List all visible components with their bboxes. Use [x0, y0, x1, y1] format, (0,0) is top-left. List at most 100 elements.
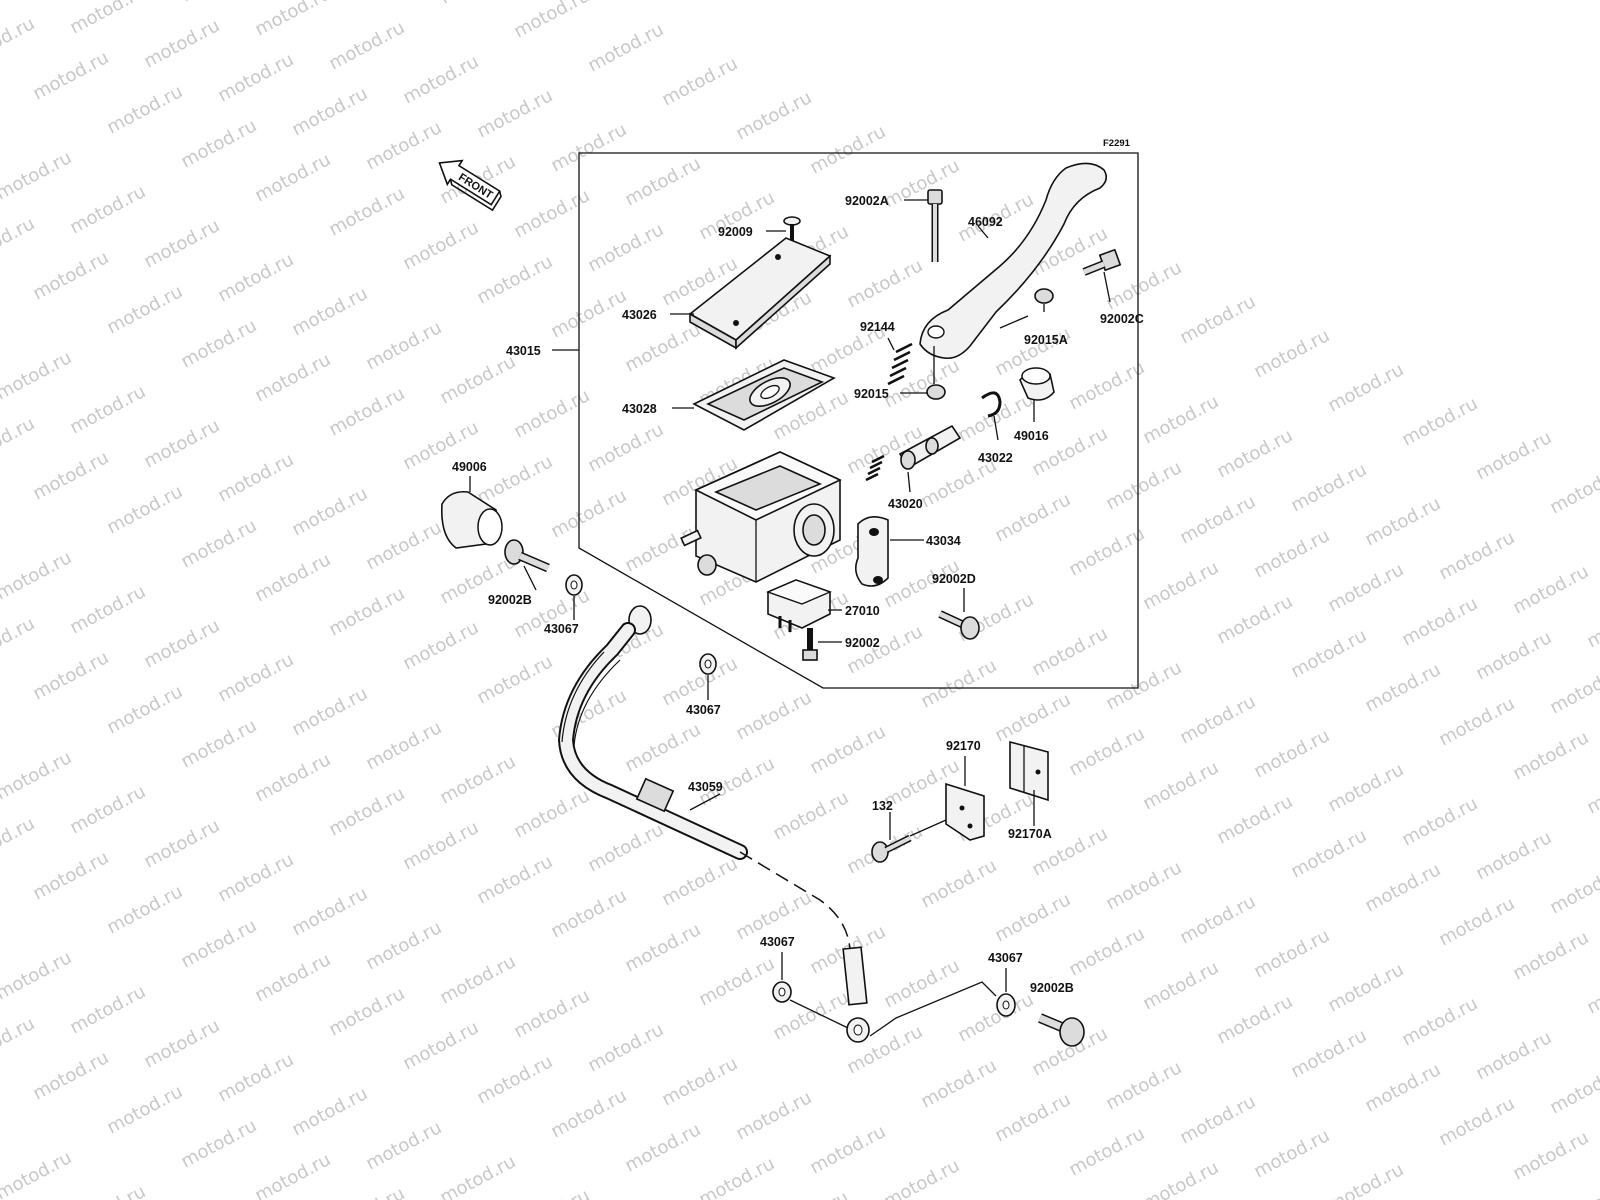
- watermark-text: motod.ru: [917, 855, 1000, 912]
- bolt-92002c-part: [1082, 248, 1122, 276]
- bracket-92170a-part: [1009, 740, 1049, 802]
- watermark-text: motod.ru: [1102, 857, 1185, 914]
- piston-43020-part: [865, 424, 962, 482]
- watermark-text: motod.ru: [177, 1115, 260, 1172]
- watermark-text: motod.ru: [140, 215, 223, 272]
- label-43067-c: 43067: [760, 935, 795, 949]
- watermark-text: motod.ru: [658, 1053, 741, 1110]
- watermark-text: motod.ru: [140, 815, 223, 872]
- watermark-text: motod.ru: [1398, 593, 1481, 650]
- watermark-text: motod.ru: [399, 617, 482, 674]
- leader-lines: [469, 199, 1111, 1037]
- watermark-text: motod.ru: [436, 351, 519, 408]
- watermark-text: motod.ru: [1287, 459, 1370, 516]
- watermark-text: motod.ru: [880, 1155, 963, 1200]
- watermark-text: motod.ru: [66, 781, 149, 838]
- watermark-text: motod.ru: [1028, 623, 1111, 680]
- watermark-text: motod.ru: [177, 715, 260, 772]
- boot-49016-part: [1019, 367, 1055, 401]
- watermark-text: motod.ru: [1139, 757, 1222, 814]
- watermark-text: motod.ru: [1324, 759, 1407, 816]
- watermark-text: motod.ru: [251, 749, 334, 806]
- watermark-text: motod.ru: [0, 713, 1, 770]
- watermark-text: motod.ru: [0, 547, 75, 604]
- watermark-text: motod.ru: [29, 647, 112, 704]
- watermark-text: motod.ru: [66, 0, 149, 38]
- label-43028: 43028: [622, 402, 657, 416]
- watermark-text: motod.ru: [621, 153, 704, 210]
- screw-92002-part: [802, 628, 818, 661]
- watermark-text: motod.ru: [0, 213, 38, 270]
- watermark-text: motod.ru: [1546, 461, 1600, 518]
- watermark-text: motod.ru: [1583, 595, 1600, 652]
- watermark-text: motod.ru: [251, 0, 334, 40]
- label-92002b-top: 92002B: [488, 593, 532, 607]
- watermark-text: motod.ru: [1324, 559, 1407, 616]
- watermark-text: motod.ru: [288, 683, 371, 740]
- watermark-text: motod.ru: [214, 849, 297, 906]
- watermark-text: motod.ru: [0, 413, 38, 470]
- watermark-text: motod.ru: [1065, 723, 1148, 780]
- watermark-text: motod.ru: [325, 583, 408, 640]
- watermark-text: motod.ru: [880, 155, 963, 212]
- watermark-text: motod.ru: [473, 85, 556, 142]
- watermark-text: motod.ru: [1398, 393, 1481, 450]
- watermark-text: motod.ru: [1472, 627, 1555, 684]
- watermark-text: motod.ru: [473, 1051, 556, 1108]
- watermark-text: motod.ru: [695, 953, 778, 1010]
- watermark-text: motod.ru: [66, 581, 149, 638]
- watermark-text: motod.ru: [29, 847, 112, 904]
- watermark-text: motod.ru: [103, 1081, 186, 1138]
- watermark-text: motod.ru: [1065, 1123, 1148, 1180]
- watermark-text: motod.ru: [103, 881, 186, 938]
- watermark-text: motod.ru: [325, 183, 408, 240]
- watermark-text: motod.ru: [399, 51, 482, 108]
- brake-hose-part: [557, 605, 870, 1043]
- watermark-text: motod.ru: [584, 819, 667, 876]
- watermark-text: motod.ru: [0, 1147, 75, 1200]
- watermark-text: motod.ru: [436, 751, 519, 808]
- watermark-text: motod.ru: [399, 217, 482, 274]
- watermark-text: motod.ru: [1435, 893, 1518, 950]
- watermark-text: motod.ru: [103, 281, 186, 338]
- master-cylinder-body-part: [680, 451, 842, 583]
- label-92002d: 92002D: [932, 572, 976, 586]
- label-43059: 43059: [688, 780, 723, 794]
- watermark-text: motod.ru: [0, 1113, 1, 1170]
- label-43034: 43034: [926, 534, 961, 548]
- watermark-text: motod.ru: [325, 17, 408, 74]
- spring-92144-part: [887, 342, 913, 386]
- watermark-text: motod.ru: [1472, 427, 1555, 484]
- watermark-text: motod.ru: [214, 49, 297, 106]
- watermark-text: motod.ru: [66, 981, 149, 1038]
- watermark-text: motod.ru: [362, 917, 445, 974]
- label-43022: 43022: [978, 451, 1013, 465]
- watermark-text: motod.ru: [473, 251, 556, 308]
- watermark-text: motod.ru: [1361, 1059, 1444, 1116]
- watermark-text: motod.ru: [1250, 925, 1333, 982]
- watermark-text: motod.ru: [732, 1087, 815, 1144]
- watermark-text: motod.ru: [66, 1181, 149, 1200]
- watermark-text: motod.ru: [0, 313, 1, 370]
- watermark-text: motod.ru: [695, 1153, 778, 1200]
- watermark-text: motod.ru: [843, 255, 926, 312]
- watermark-text: motod.ru: [1509, 561, 1592, 618]
- bolt-132-part: [871, 834, 912, 863]
- watermark-text: motod.ru: [1102, 457, 1185, 514]
- watermark-text: motod.ru: [140, 415, 223, 472]
- label-43067-a: 43067: [544, 622, 579, 636]
- watermark-text: motod.ru: [547, 885, 630, 942]
- watermark-text: motod.ru: [1583, 1161, 1600, 1200]
- watermark-text: motod.ru: [510, 385, 593, 442]
- watermark-text: motod.ru: [658, 853, 741, 910]
- label-92015: 92015: [854, 387, 889, 401]
- watermark-text: motod.ru: [880, 955, 963, 1012]
- watermark-text: motod.ru: [1361, 859, 1444, 916]
- watermark-text: motod.ru: [1435, 693, 1518, 750]
- banjo-bolt-bottom-part: [1038, 1013, 1085, 1047]
- label-92002b-bottom: 92002B: [1030, 981, 1074, 995]
- label-43067-d: 43067: [988, 951, 1023, 965]
- watermark-text: motod.ru: [1546, 661, 1600, 718]
- watermark-text: motod.ru: [1398, 793, 1481, 850]
- watermark-text: motod.ru: [214, 249, 297, 306]
